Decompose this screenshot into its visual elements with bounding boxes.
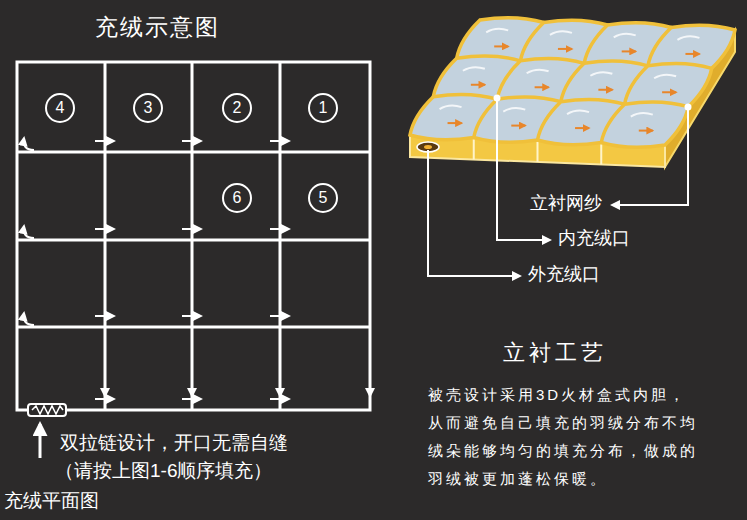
pointer-arrow — [39, 424, 42, 458]
fill-direction-arrow — [685, 53, 699, 55]
callout-number: 4 — [56, 100, 65, 116]
quilt-highlight — [463, 67, 485, 71]
note-text: 双拉链设计，开口无需自缝 — [60, 432, 288, 455]
flow-arrow — [270, 228, 289, 230]
quilt-cell — [601, 102, 688, 147]
callout-number: 6 — [233, 190, 242, 206]
leader-dot — [494, 95, 501, 102]
return-arrow — [24, 313, 34, 325]
part-label: 外充绒口 — [528, 264, 600, 286]
callout-circle: 4 — [45, 93, 75, 123]
flow-arrow — [270, 140, 289, 142]
filling-grid — [17, 62, 370, 410]
fill-opening-core — [424, 145, 432, 149]
callout-number: 5 — [319, 190, 328, 206]
leader-lines — [428, 98, 688, 276]
fill-direction-arrow — [598, 89, 612, 91]
quilt-highlight — [654, 75, 676, 79]
diagram-title: 充绒示意图 — [95, 14, 220, 42]
fill-direction-arrow — [622, 50, 636, 52]
section-title: 立衬工艺 — [503, 340, 607, 366]
grid-border — [17, 62, 370, 410]
flow-arrow — [182, 398, 201, 400]
quilt-highlight — [503, 108, 525, 112]
callout-circle: 5 — [308, 183, 338, 213]
flow-arrow — [95, 315, 114, 317]
quilt-highlight — [527, 70, 549, 74]
down-arrow — [369, 380, 371, 396]
leader-dot — [685, 104, 692, 111]
section-label: 充绒平面图 — [4, 490, 99, 513]
callout-number: 1 — [319, 100, 328, 116]
leader-line — [497, 98, 550, 240]
flow-arrow — [270, 398, 289, 400]
leader-dots — [494, 95, 692, 111]
part-label: 内充绒口 — [558, 228, 630, 250]
return-arrow — [24, 138, 34, 150]
quilt-highlight — [486, 29, 508, 33]
zipper-teeth — [32, 406, 63, 414]
callout-circle: 1 — [308, 93, 338, 123]
fill-direction-arrow — [662, 91, 676, 93]
fill-direction-arrow — [575, 127, 589, 129]
leader-line — [612, 107, 688, 205]
quilt-highlight — [440, 105, 462, 109]
fill-direction-arrow — [535, 86, 549, 88]
quilt-highlight — [550, 31, 572, 35]
zipper-body — [28, 404, 66, 416]
flow-arrow — [95, 228, 114, 230]
grid-line — [104, 62, 107, 410]
quilt-highlight — [677, 36, 699, 40]
flow-arrow — [182, 315, 201, 317]
grid-line — [191, 62, 194, 410]
quilt-seam — [537, 140, 539, 162]
fill-direction-arrow — [558, 48, 572, 50]
grid-line — [17, 151, 370, 154]
callout-circle: 6 — [222, 183, 252, 213]
grid-line — [17, 239, 370, 242]
callout-circle: 3 — [133, 93, 163, 123]
quilt-seam — [473, 138, 475, 160]
flow-arrow — [182, 228, 201, 230]
quilt-highlight — [614, 34, 636, 38]
quilt-seam — [600, 143, 602, 165]
callout-circle: 2 — [222, 93, 252, 123]
fill-direction-arrow — [511, 125, 525, 127]
grid-line — [279, 62, 282, 410]
grid-line — [17, 326, 370, 329]
callout-number: 3 — [144, 100, 153, 116]
description-paragraph: 被壳设计采用3D火材盒式内胆， 从而避免自己填充的羽绒分布不均 绒朵能够均匀的填… — [428, 381, 728, 493]
quilt-highlight — [567, 110, 589, 114]
down-arrow — [104, 380, 106, 396]
down-arrow — [279, 380, 281, 396]
leader-line — [428, 150, 520, 276]
fill-direction-arrow — [639, 130, 653, 132]
fill-direction-arrow — [471, 84, 485, 86]
note-text: （请按上图1-6顺序填充） — [55, 460, 272, 483]
part-label: 立衬网纱 — [530, 193, 602, 215]
return-arrow — [24, 226, 34, 238]
callout-number: 2 — [233, 100, 242, 116]
quilt-illustration — [410, 18, 735, 167]
zipper-symbol — [28, 404, 66, 416]
flow-arrow — [95, 140, 114, 142]
flow-arrows — [24, 138, 370, 399]
quilt-highlight — [631, 113, 653, 117]
fill-direction-arrow — [494, 45, 508, 47]
fill-direction-arrow — [448, 122, 462, 124]
flow-arrow — [182, 140, 201, 142]
quilt-highlight — [590, 72, 612, 76]
down-arrow — [191, 380, 193, 396]
flow-arrow — [95, 398, 114, 400]
flow-arrow — [270, 315, 289, 317]
